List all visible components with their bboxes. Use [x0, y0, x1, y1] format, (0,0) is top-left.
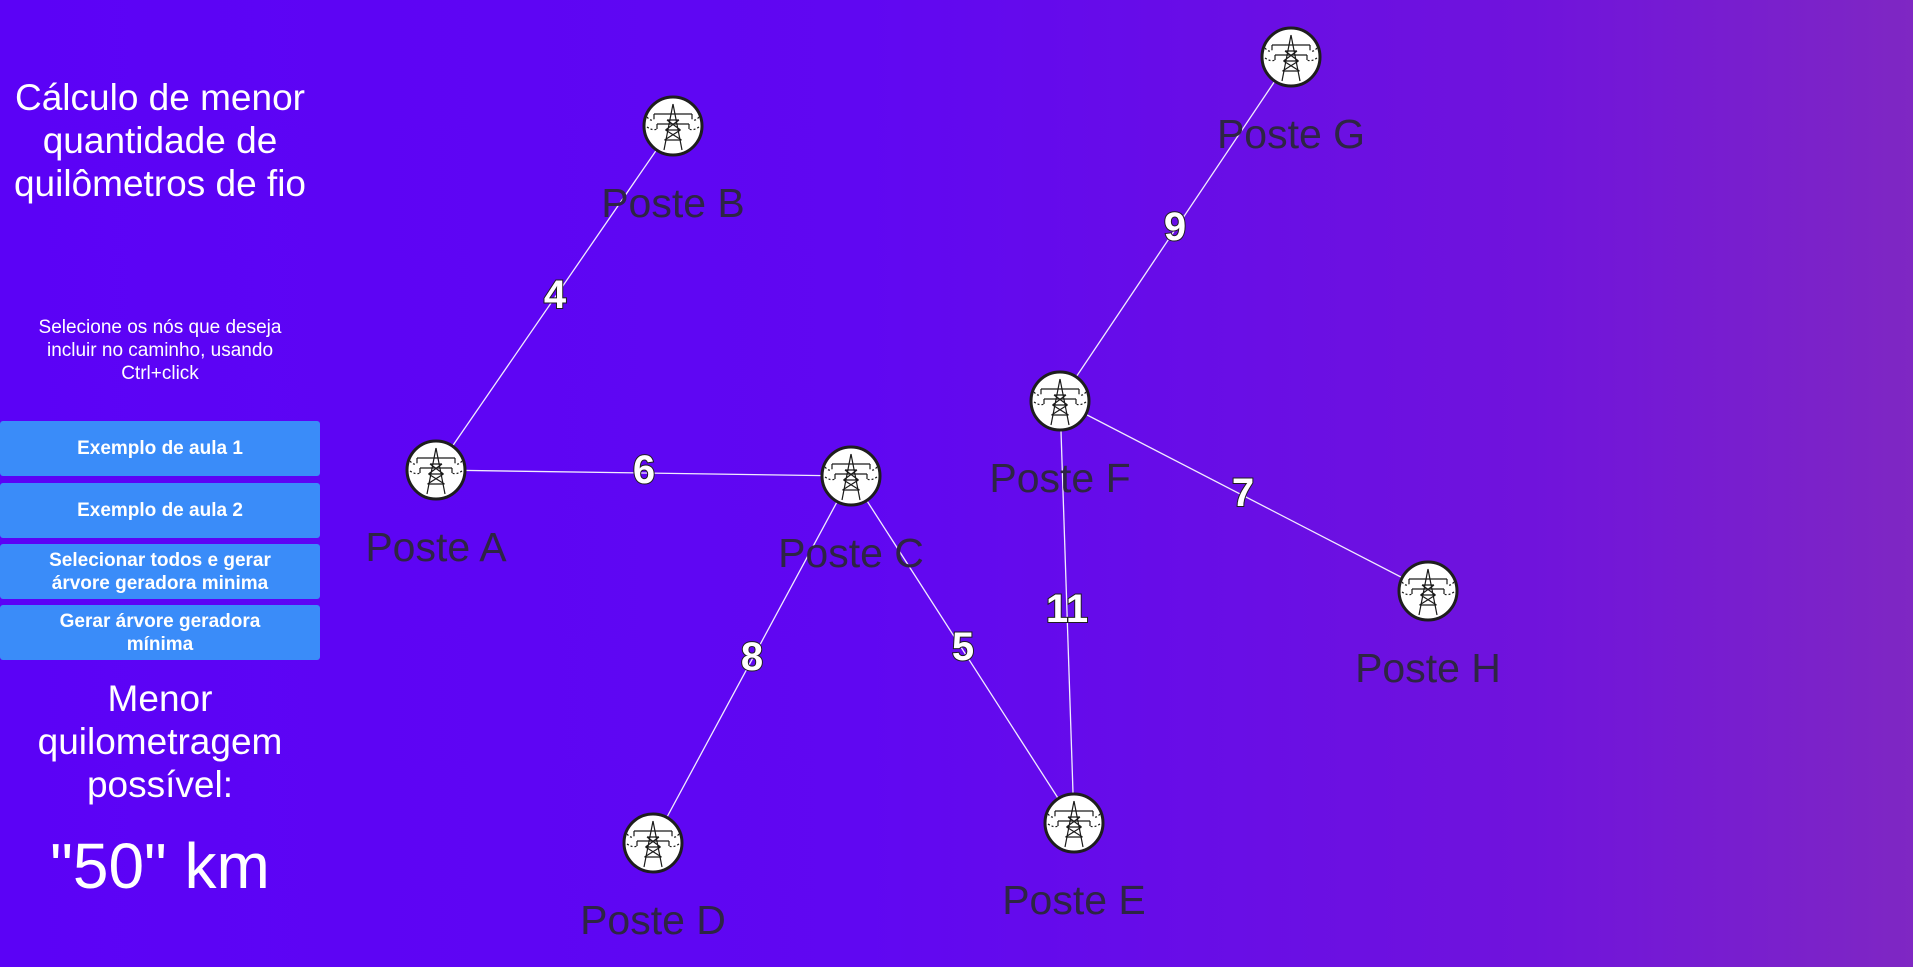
result-value: "50" km: [50, 830, 270, 902]
node-circle: [820, 445, 882, 507]
instructions-text: Selecione os nós que deseja incluir no c…: [38, 317, 282, 384]
result-label: Menor quilometragem possível:: [37, 678, 283, 805]
sidebar: Cálculo de menor quantidade de quilômetr…: [0, 0, 320, 967]
node-poste-b[interactable]: [642, 95, 704, 157]
edge-weight-C-E: 5: [952, 625, 974, 669]
node-label-poste-b: Poste B: [601, 180, 745, 226]
select-all-and-generate-button[interactable]: Selecionar todos e gerar árvore geradora…: [0, 544, 320, 599]
node-circle: [642, 95, 704, 157]
edge-C-D: [652, 475, 852, 844]
edge-F-H: [1059, 400, 1429, 592]
node-circle: [1260, 26, 1322, 88]
generate-mst-button[interactable]: Gerar árvore geradora mínima: [0, 605, 320, 660]
edge-weight-C-D: 8: [741, 635, 763, 679]
node-circle: [405, 439, 467, 501]
edge-weight-F-E: 11: [1046, 587, 1088, 631]
edge-A-C: [435, 469, 852, 477]
power-tower-icon: [1033, 378, 1087, 426]
edge-weight-A-B: 4: [544, 273, 567, 317]
power-tower-icon: [626, 820, 680, 868]
power-tower-icon: [646, 103, 700, 151]
node-poste-e[interactable]: [1043, 792, 1105, 854]
node-label-poste-c: Poste C: [778, 530, 924, 576]
power-tower-icon: [1264, 34, 1318, 82]
node-label-poste-f: Poste F: [989, 455, 1130, 501]
node-circle: [1029, 370, 1091, 432]
node-label-poste-g: Poste G: [1217, 111, 1365, 157]
node-circle: [622, 812, 684, 874]
node-label-poste-h: Poste H: [1355, 645, 1501, 691]
node-circle: [1043, 792, 1105, 854]
edge-F-G: [1059, 56, 1292, 402]
edge-weight-F-H: 7: [1232, 471, 1254, 515]
node-circle: [1397, 560, 1459, 622]
page-title: Cálculo de menor quantidade de quilômetr…: [13, 77, 307, 204]
edge-F-E: [1059, 400, 1075, 824]
node-poste-d[interactable]: [622, 812, 684, 874]
edge-A-B: [435, 125, 674, 471]
power-tower-icon: [1047, 800, 1101, 848]
node-poste-g[interactable]: [1260, 26, 1322, 88]
example-1-button[interactable]: Exemplo de aula 1: [0, 421, 320, 476]
power-tower-icon: [409, 447, 463, 495]
edge-weight-F-G: 9: [1164, 205, 1186, 249]
node-poste-c[interactable]: [820, 445, 882, 507]
example-2-button[interactable]: Exemplo de aula 2: [0, 483, 320, 538]
node-label-poste-a: Poste A: [365, 524, 507, 570]
node-poste-a[interactable]: [405, 439, 467, 501]
power-tower-icon: [824, 453, 878, 501]
node-label-poste-e: Poste E: [1002, 877, 1146, 923]
edge-C-E: [850, 475, 1075, 824]
node-poste-h[interactable]: [1397, 560, 1459, 622]
node-label-poste-d: Poste D: [580, 897, 726, 943]
power-tower-icon: [1401, 568, 1455, 616]
edge-weight-A-C: 6: [633, 448, 655, 492]
node-poste-f[interactable]: [1029, 370, 1091, 432]
